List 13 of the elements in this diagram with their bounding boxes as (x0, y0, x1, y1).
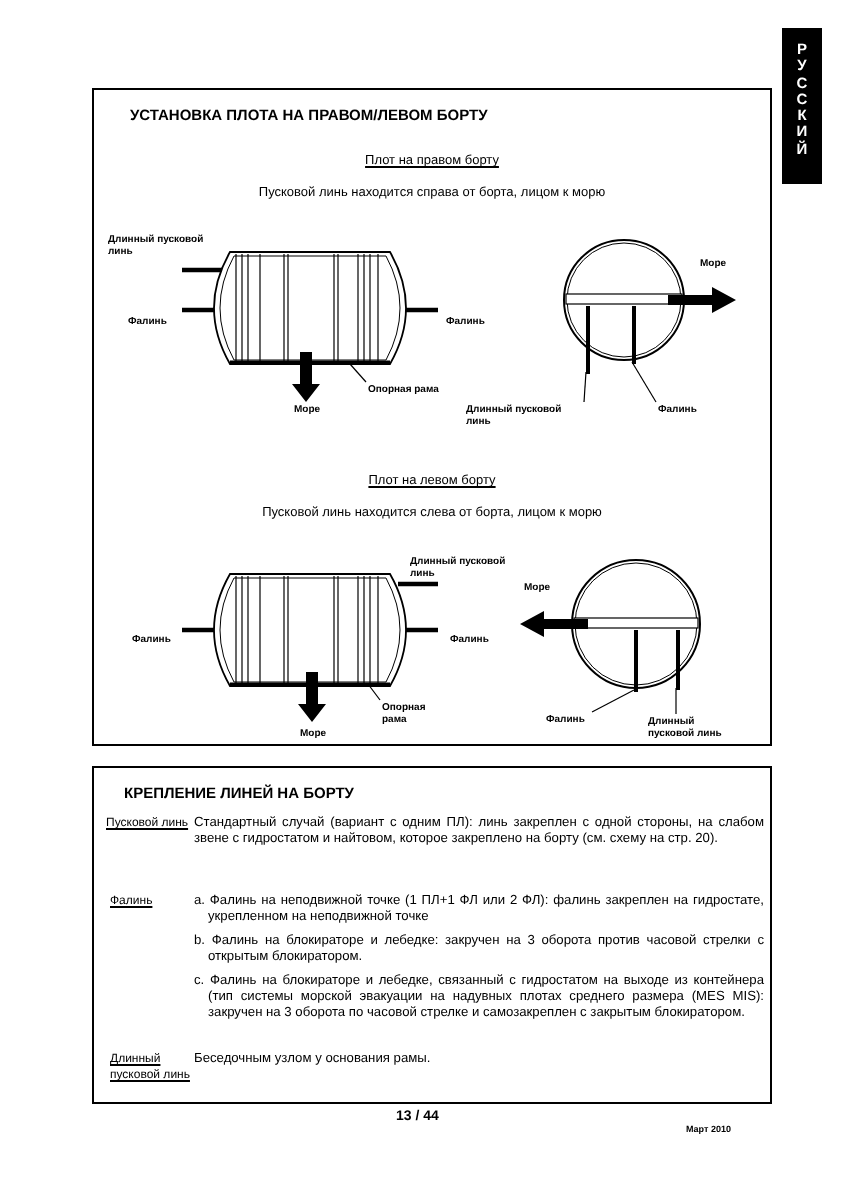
section-panel (92, 766, 772, 1104)
leader-line (367, 683, 381, 701)
rope-line (586, 306, 590, 374)
section-panel (92, 88, 772, 746)
leader-line (631, 361, 657, 403)
language-tab (782, 28, 822, 184)
leader-line (675, 687, 677, 715)
rope-line (676, 630, 680, 690)
leader-line (349, 363, 367, 383)
rope-line (632, 306, 636, 364)
leader-line (591, 689, 635, 713)
rope-line (634, 630, 638, 692)
leader-line (583, 371, 587, 403)
